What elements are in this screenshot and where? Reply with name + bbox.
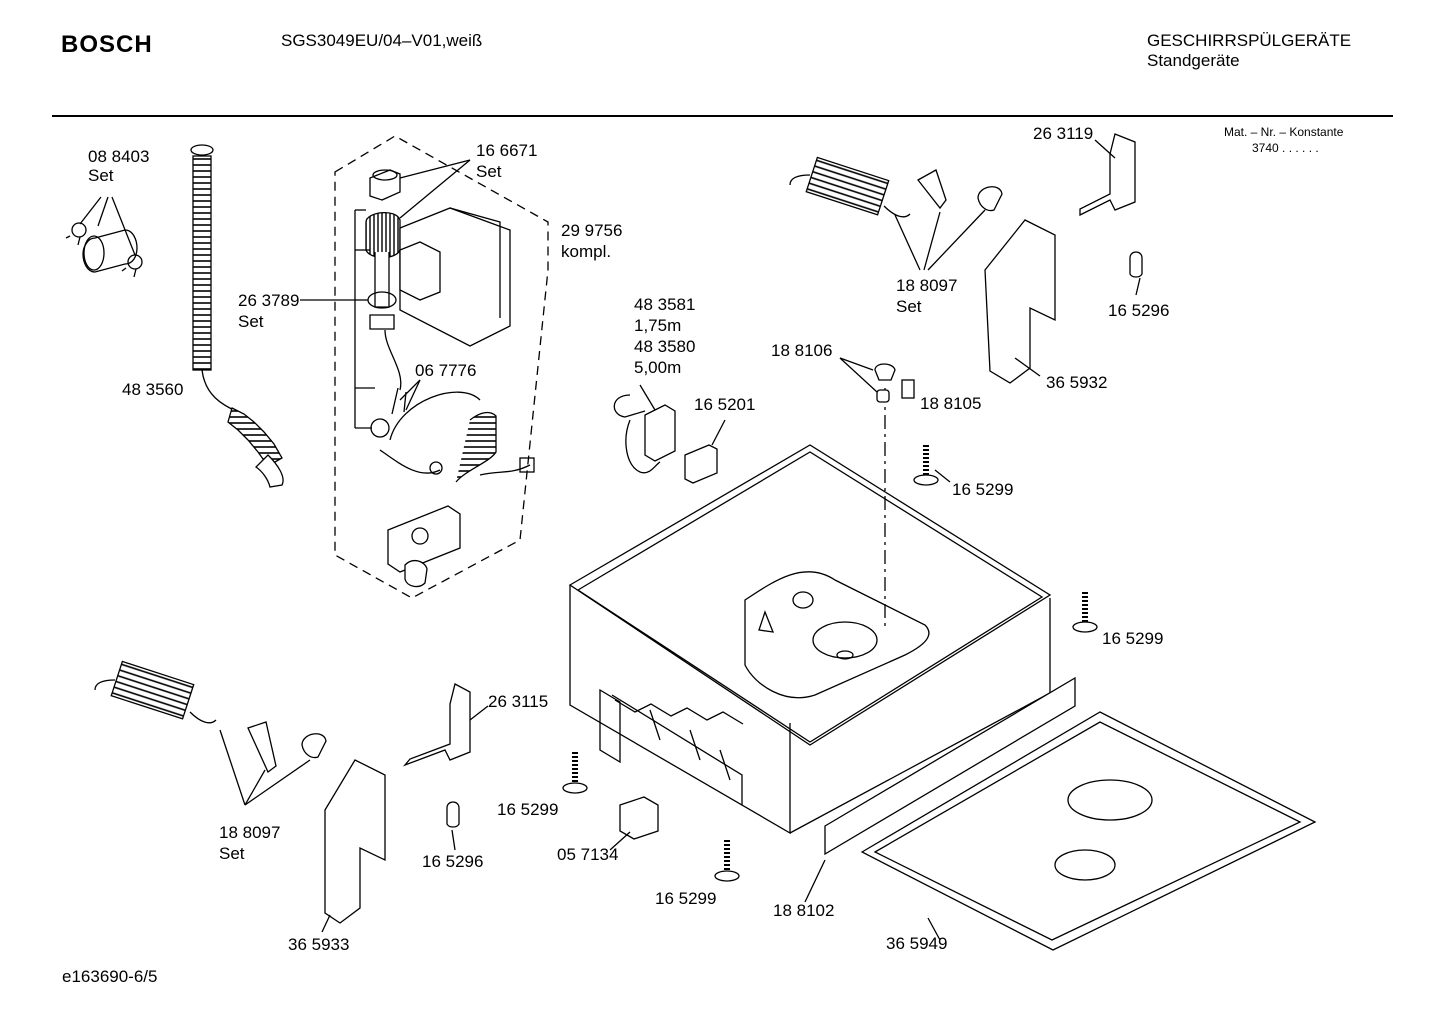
part-note-483581: 1,75m	[634, 316, 682, 335]
part-label-365932: 36 5932	[1046, 373, 1108, 392]
part-label-483581: 48 3581	[634, 295, 696, 314]
part-label-088403: 08 8403	[88, 147, 150, 166]
power-cable	[613, 384, 726, 484]
part-label-299756: 29 9756	[561, 221, 623, 240]
part-note-263789: Set	[238, 312, 264, 331]
part-label-188097-top: 18 8097	[896, 276, 958, 295]
part-label-483560: 48 3560	[122, 380, 184, 399]
hose-coupling-set	[65, 196, 143, 278]
base-plate	[860, 711, 1317, 951]
part-note-483580: 5,00m	[634, 358, 682, 377]
adjustable-feet	[562, 445, 1098, 882]
mat-constant-value: 3740 . . . . . .	[1252, 141, 1319, 155]
part-label-263789: 26 3789	[238, 291, 300, 310]
part-note-299756: kompl.	[561, 242, 612, 261]
part-label-165296-right: 16 5296	[1108, 301, 1170, 320]
part-label-165299-b: 16 5299	[1102, 629, 1164, 648]
part-label-188102: 18 8102	[773, 901, 835, 920]
part-label-057134: 05 7134	[557, 845, 619, 864]
subcategory-title: Standgeräte	[1147, 51, 1240, 70]
pump-assembly	[365, 169, 535, 588]
kickplate-strip	[804, 676, 1076, 903]
part-label-165296-left: 16 5296	[422, 852, 484, 871]
part-label-483580: 48 3580	[634, 337, 696, 356]
part-label-166671: 16 6671	[476, 141, 538, 160]
part-label-188106: 18 8106	[771, 341, 833, 360]
part-label-188097-bottom: 18 8097	[219, 823, 281, 842]
category-title: GESCHIRRSPÜLGERÄTE	[1147, 31, 1352, 50]
part-label-263115: 26 3115	[488, 692, 549, 711]
part-note-188097-bottom: Set	[219, 844, 245, 863]
mat-constant-label: Mat. – Nr. – Konstante	[1224, 125, 1344, 139]
part-label-365933: 36 5933	[288, 935, 350, 954]
brand-logo: BOSCH	[61, 31, 153, 58]
part-label-188105: 18 8105	[920, 394, 982, 413]
part-label-365949: 36 5949	[886, 934, 948, 953]
dishwasher-base-tub	[568, 388, 1052, 835]
float-switch	[839, 357, 915, 403]
switch-part	[609, 796, 659, 851]
part-label-165299-c: 16 5299	[497, 800, 559, 819]
part-note-188097-top: Set	[896, 297, 922, 316]
door-spring-set-right	[789, 156, 1003, 271]
part-label-165299-a: 16 5299	[952, 480, 1014, 499]
part-label-165201: 16 5201	[694, 395, 756, 414]
part-note-166671: Set	[476, 162, 502, 181]
part-note-088403: Set	[88, 166, 114, 185]
door-spring-set-left	[94, 660, 327, 806]
drain-hose	[190, 144, 284, 488]
part-label-067776: 06 7776	[415, 361, 477, 380]
door-hinge-left	[321, 683, 489, 933]
drawing-id: e163690-6/5	[62, 967, 158, 986]
door-hinge-right	[984, 133, 1143, 384]
part-label-165299-d: 16 5299	[655, 889, 717, 908]
part-label-263119: 26 3119	[1033, 124, 1094, 143]
model-number: SGS3049EU/04–V01,weiß	[281, 31, 483, 50]
